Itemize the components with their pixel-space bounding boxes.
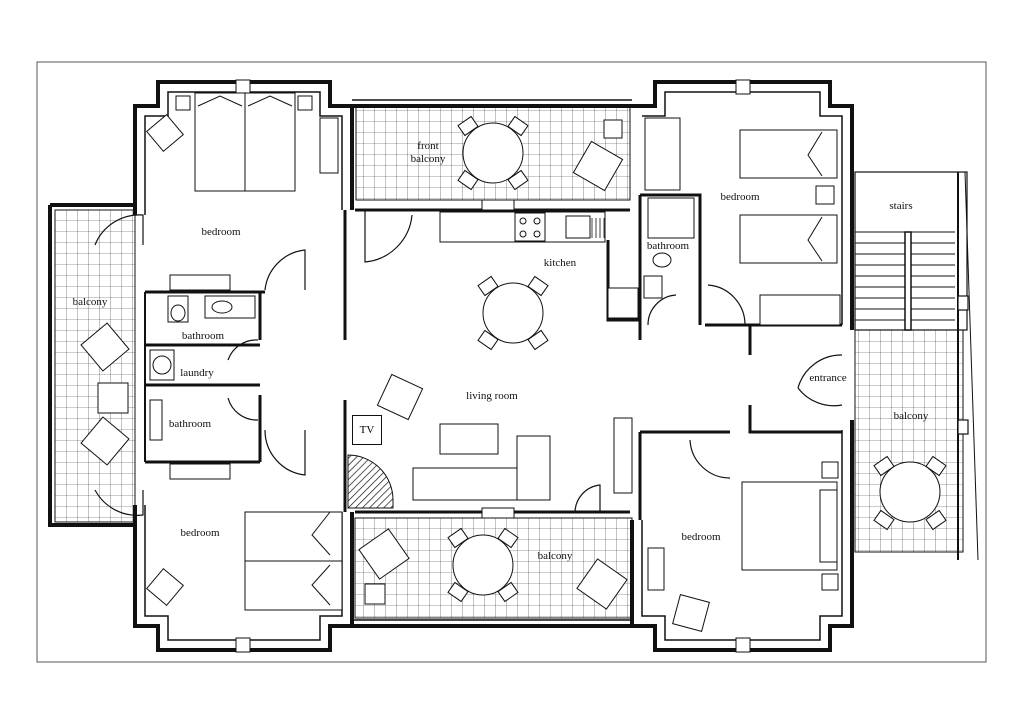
windows — [235, 79, 751, 653]
drawing-frame — [36, 61, 987, 663]
bed-top-right-1 — [739, 129, 838, 179]
label-balcony-left: balcony — [72, 296, 108, 308]
column-hatch — [347, 454, 394, 509]
front-balcony-table — [462, 122, 524, 184]
tv-unit: TV — [352, 415, 382, 445]
label-balcony-bottom: balcony — [537, 550, 573, 562]
partitions — [144, 193, 842, 520]
label-balcony-right: balcony — [893, 410, 929, 422]
balcony-tiles — [54, 105, 964, 619]
left-balcony-floor — [54, 209, 136, 523]
label-bedroom-top-left: bedroom — [201, 226, 241, 238]
furniture — [80, 92, 947, 632]
label-laundry: laundry — [180, 367, 214, 379]
dining-table — [482, 282, 544, 344]
right-balcony-table — [879, 461, 941, 523]
label-bedroom-top-right: bedroom — [720, 191, 760, 203]
stairs — [854, 171, 979, 561]
label-stairs: stairs — [889, 200, 913, 212]
label-bedroom-bottom-left: bedroom — [180, 527, 220, 539]
label-front-balcony: front balcony — [410, 140, 446, 165]
label-bathroom-left-bottom: bathroom — [168, 418, 212, 430]
coffee-table — [439, 423, 499, 455]
label-kitchen: kitchen — [543, 257, 577, 269]
label-bathroom-right: bathroom — [646, 240, 690, 252]
sink-drainer — [591, 218, 605, 238]
bed-top-right-2 — [739, 214, 838, 264]
label-living-room: living room — [466, 390, 518, 402]
label-entrance: entrance — [809, 372, 847, 384]
walls — [48, 80, 854, 652]
label-bedroom-bottom-right: bedroom — [681, 531, 721, 543]
doors — [94, 210, 843, 516]
label-bathroom-left-top: bathroom — [181, 330, 225, 342]
bottom-balcony-table — [452, 534, 514, 596]
